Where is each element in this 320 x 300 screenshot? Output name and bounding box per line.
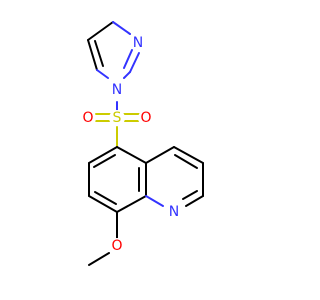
sulfonyl-group: [95, 113, 140, 148]
bond-c8-c8a: [116, 195, 147, 213]
atom-labels: N N S O O N O: [80, 35, 182, 254]
bond-c2-n1q-double: [182, 190, 198, 200]
bond-c4a-c4: [145, 146, 175, 164]
bond-imid-n3-c2: [129, 52, 140, 73]
quinoline-benzo-ring: [88, 146, 147, 213]
bond-c7-c8: [88, 195, 118, 213]
bond-c4a-c5: [116, 146, 147, 164]
bond-c5-c6: [88, 146, 118, 164]
bond-imid-c3-n3: [112, 21, 131, 35]
atom-sulfur: S: [113, 110, 122, 126]
bond-imid-n3-c2-double: [123, 49, 133, 69]
bond-imid-c4-c3: [87, 21, 114, 41]
methoxy-group: [88, 211, 118, 266]
atom-o-sulfonyl-left: O: [82, 110, 93, 126]
bond-o-ch3: [88, 252, 110, 266]
bond-imid-c5-c4: [87, 39, 98, 71]
molecule-structure-diagram: N N S O O N O: [80, 21, 204, 266]
bond-c7-c8-double: [94, 191, 117, 205]
bond-imid-c5-n1: [96, 69, 109, 79]
bond-c5-c6-double: [93, 154, 116, 168]
quinoline-pyridine-ring: [145, 146, 204, 207]
atom-n-imidazole-bottom: N: [112, 82, 122, 98]
bond-c4-c3-double: [174, 154, 198, 169]
atom-o-sulfonyl-right: O: [140, 110, 151, 126]
atom-o-methoxy: O: [111, 238, 122, 254]
bond-c2-n1q: [185, 195, 204, 207]
bond-imid-c5-c4-double: [94, 40, 104, 67]
atom-n-imidazole-top: N: [133, 35, 143, 51]
bond-imid-c2-n1: [123, 71, 131, 79]
atom-n-quinoline: N: [169, 204, 179, 220]
bond-c4-c3: [173, 146, 204, 164]
bond-n1q-c8a: [145, 195, 164, 207]
imidazole-ring: [87, 21, 140, 79]
